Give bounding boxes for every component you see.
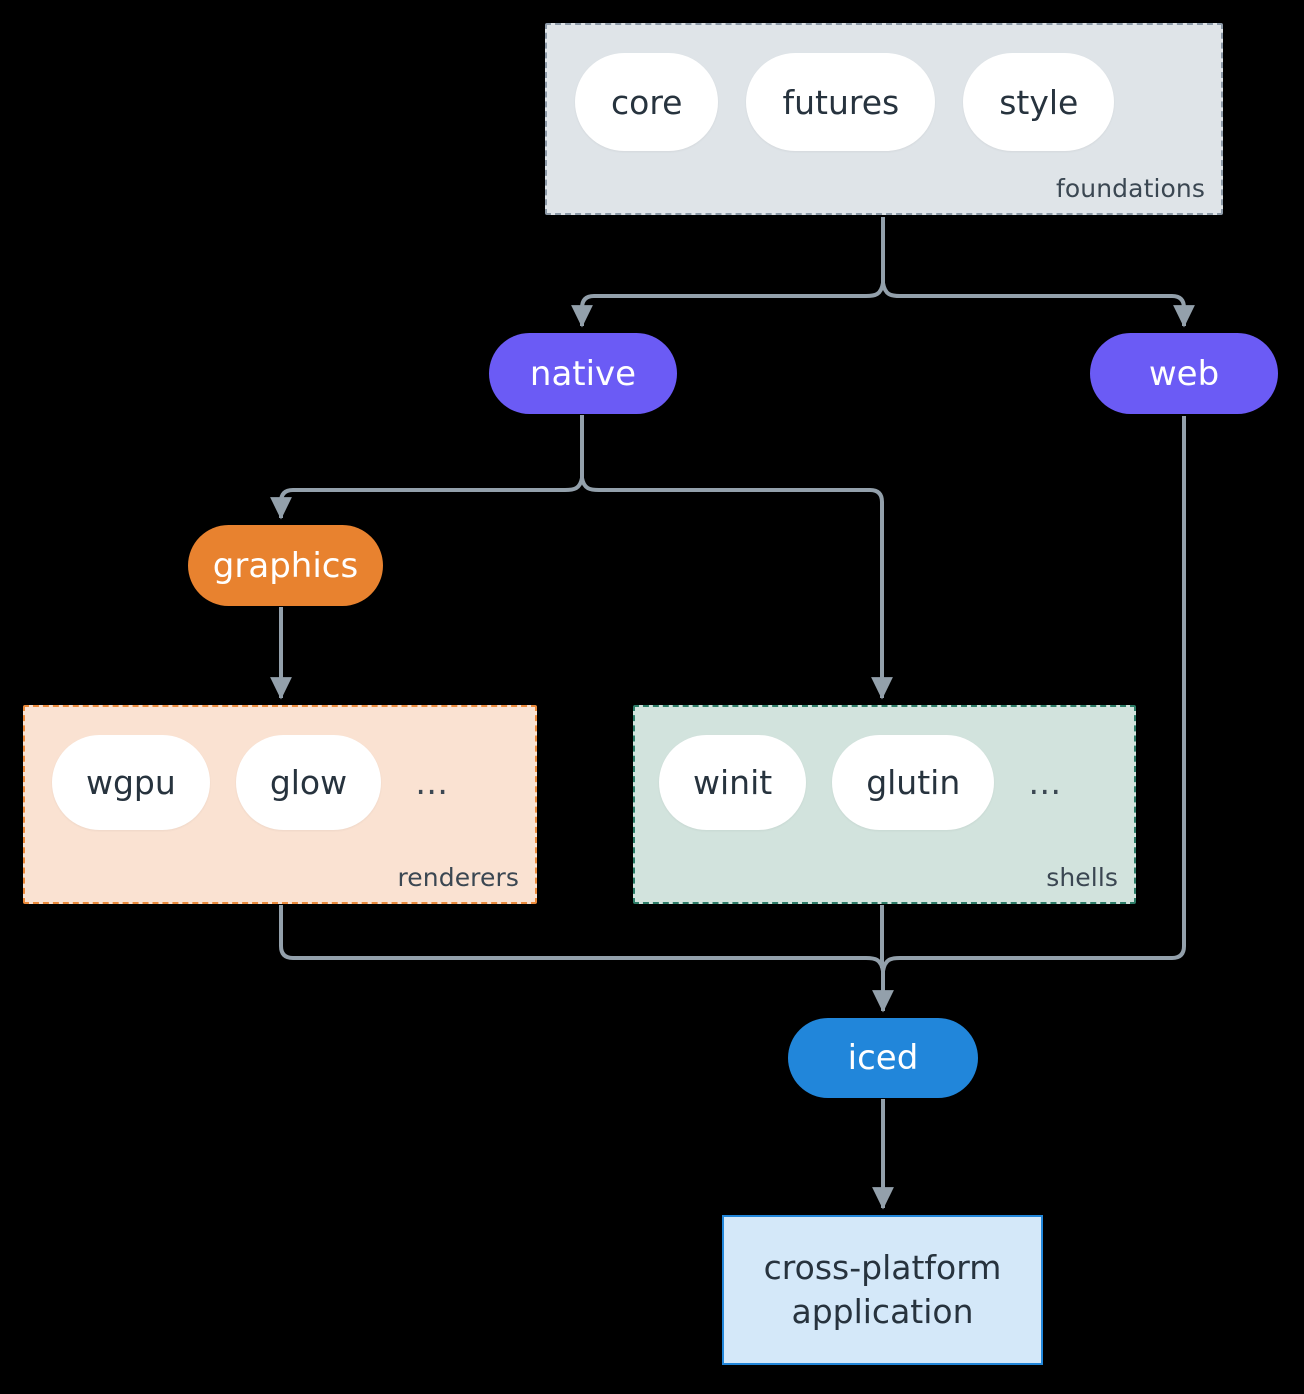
- edge-foundations-to-web: [881, 282, 1195, 328]
- chip-wgpu[interactable]: wgpu: [52, 735, 210, 830]
- group-shells: winit glutin … shells: [633, 705, 1136, 904]
- renderers-chip-row: wgpu glow …: [52, 735, 456, 830]
- app-label-line-2: application: [791, 1292, 974, 1331]
- node-graphics[interactable]: graphics: [188, 525, 383, 606]
- chip-glow[interactable]: glow: [235, 735, 382, 830]
- edge-foundations-to-native: [571, 282, 885, 328]
- group-foundations: core futures style foundations: [545, 23, 1223, 215]
- node-cross-platform-application[interactable]: cross-platform application: [722, 1215, 1043, 1365]
- renderers-ellipsis: …: [415, 763, 449, 802]
- group-renderers: wgpu glow … renderers: [23, 705, 537, 904]
- shells-chip-row: winit glutin …: [659, 735, 1069, 830]
- chip-core[interactable]: core: [575, 53, 719, 151]
- group-label-shells: shells: [1046, 863, 1118, 892]
- chip-winit[interactable]: winit: [659, 735, 807, 830]
- app-label-line-1: cross-platform: [763, 1248, 1002, 1288]
- node-native[interactable]: native: [489, 333, 677, 414]
- group-label-foundations: foundations: [1056, 174, 1205, 203]
- group-label-renderers: renderers: [397, 863, 519, 892]
- shells-ellipsis: …: [1028, 763, 1062, 802]
- foundations-chip-row: core futures style: [575, 53, 1115, 151]
- node-web[interactable]: web: [1090, 333, 1278, 414]
- node-iced[interactable]: iced: [788, 1018, 978, 1098]
- edge-renderers-to-iced: [279, 905, 885, 972]
- chip-style[interactable]: style: [963, 53, 1115, 151]
- edge-native-to-graphics: [270, 477, 584, 520]
- chip-glutin[interactable]: glutin: [832, 735, 995, 830]
- edge-native-to-shells: [580, 477, 893, 700]
- chip-futures[interactable]: futures: [746, 53, 936, 151]
